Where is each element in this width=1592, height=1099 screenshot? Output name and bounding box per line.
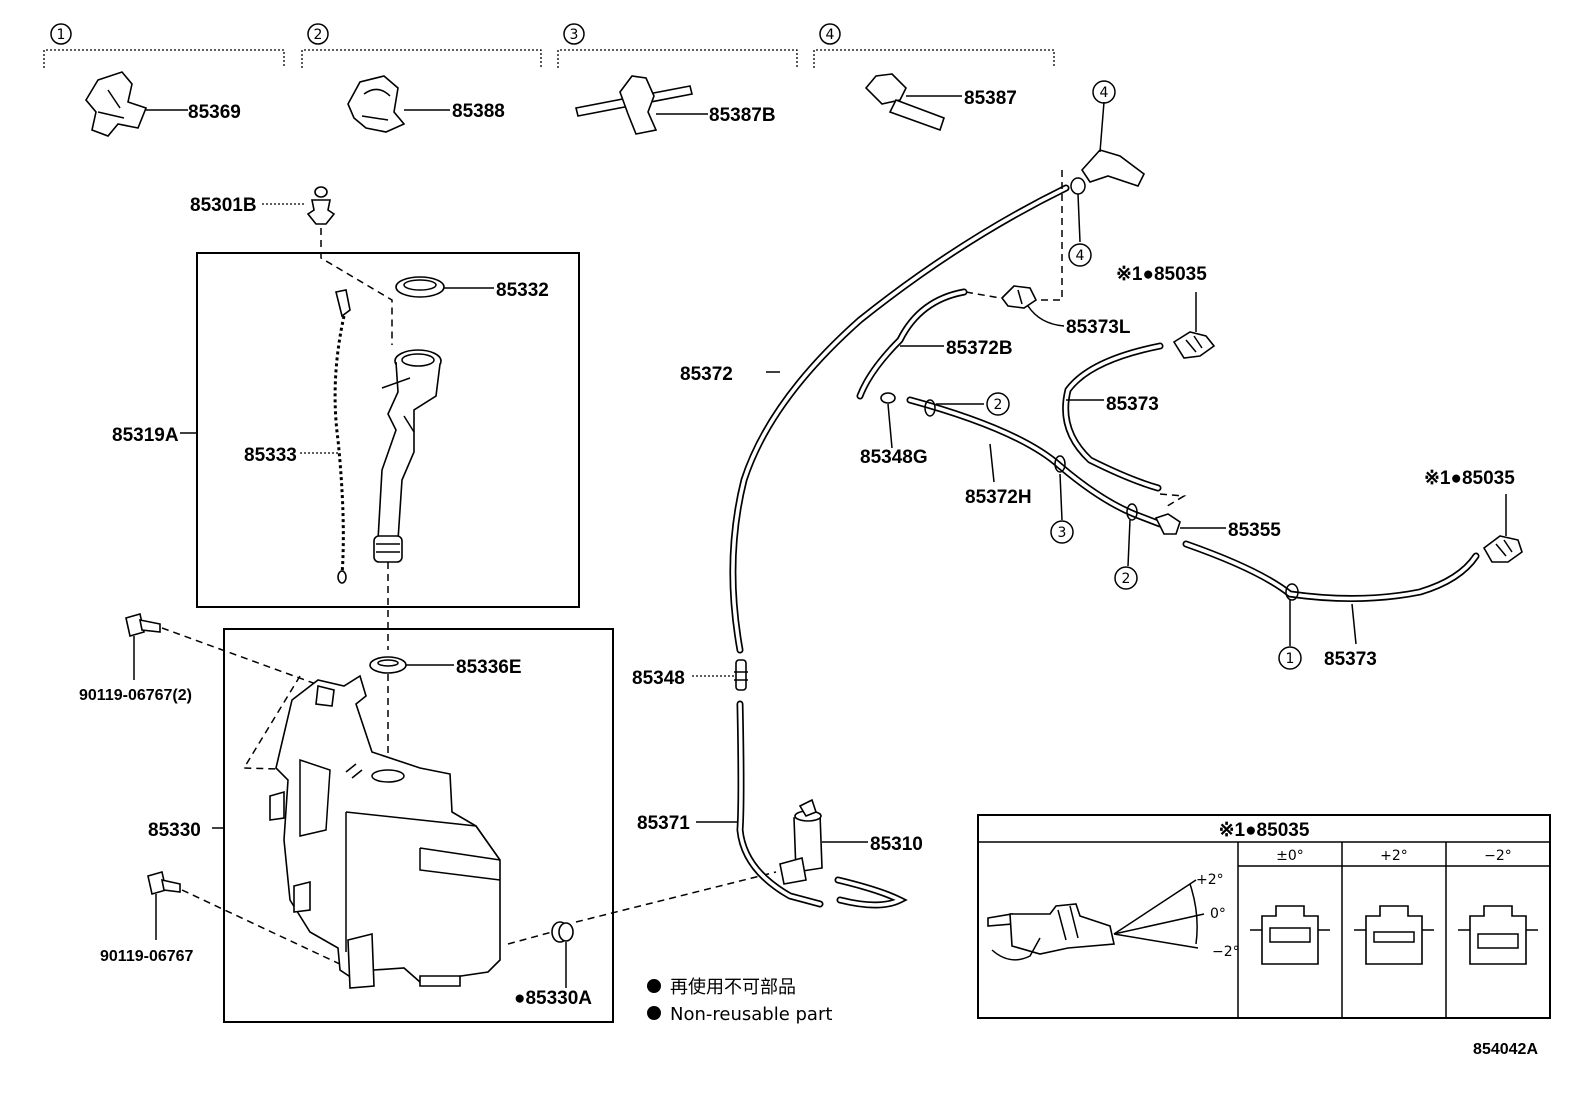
label-85373-upper: 85373 (1106, 394, 1159, 415)
label-85355: 85355 (1228, 520, 1281, 541)
label-85372B: 85372B (946, 338, 1013, 359)
clip-85388-drawing (347, 75, 450, 133)
hose-85373-lower-drawing (1182, 540, 1480, 646)
callout-4a-text: 4 (1100, 85, 1109, 101)
grommet-85336E-drawing (369, 656, 454, 770)
inset-nozzle-front-minus2 (1458, 905, 1538, 965)
legend: 再使用不可部品 Non-reusable part (647, 977, 832, 1025)
group-header-1: 1 (43, 23, 285, 68)
inset-angle-plus: +2° (1196, 872, 1224, 888)
label-85369: 85369 (188, 102, 241, 123)
clip-85387B-drawing (575, 75, 708, 135)
callout-4b-text: 4 (1076, 248, 1085, 264)
filler-neck-drawing (373, 349, 442, 650)
inset-nozzle-front-0 (1250, 905, 1330, 965)
label-85348G: 85348G (860, 447, 928, 468)
group-header-3: 3 (557, 23, 798, 68)
inset-angle-minus: −2° (1212, 944, 1240, 960)
group-marker-4: 4 (826, 27, 835, 43)
label-90119-06767-2: 90119-06767(2) (79, 687, 192, 704)
diagram-code: 854042A (1473, 1041, 1538, 1058)
label-85348: 85348 (632, 668, 685, 689)
label-85373-lower: 85373 (1324, 649, 1377, 670)
label-85387: 85387 (964, 88, 1017, 109)
inset-col-minus2: −2° (1484, 848, 1512, 864)
bolt-lower-drawing (147, 870, 345, 967)
callout-2a-text: 2 (994, 397, 1003, 413)
legend-jp: 再使用不可部品 (670, 977, 796, 998)
callout-2b: 2 (1114, 566, 1138, 590)
inset-nozzle-adjustment: ※1●85035 ±0° +2° −2° +2° 0° −2° (977, 814, 1551, 1019)
label-85035-lower: ※1●85035 (1424, 468, 1515, 489)
label-85333: 85333 (244, 445, 297, 466)
label-85330: 85330 (148, 820, 201, 841)
legend-en: Non-reusable part (670, 1004, 832, 1025)
label-85372: 85372 (680, 364, 733, 385)
grommet-85330A-drawing (507, 871, 777, 988)
label-85310: 85310 (870, 834, 923, 855)
group-marker-2: 2 (314, 27, 323, 43)
label-85388: 85388 (452, 101, 505, 122)
callout-1-text: 1 (1286, 651, 1295, 667)
cap-85332-drawing (395, 276, 494, 298)
label-85371: 85371 (637, 813, 690, 834)
callout-4a: 4 (1092, 80, 1116, 104)
inset-col-0: ±0° (1276, 848, 1304, 864)
label-85372H: 85372H (965, 487, 1032, 508)
joint-85348G-drawing (880, 392, 896, 449)
group-header-4: 4 (813, 23, 1055, 68)
nozzle-85035-upper-drawing (1172, 292, 1216, 359)
hose-85372H-drawing (906, 396, 1164, 567)
tank-85330-drawing (269, 674, 501, 989)
label-85373L: 85373L (1066, 317, 1131, 338)
inset-nozzle-front-plus2 (1354, 905, 1434, 965)
valve-85355-drawing (1154, 513, 1226, 535)
inset-angle-zero: 0° (1210, 906, 1226, 922)
label-85035-upper: ※1●85035 (1116, 264, 1207, 285)
hose-85373-upper-drawing (1062, 342, 1187, 509)
label-90119-06767: 90119-06767 (100, 948, 194, 965)
group-marker-3: 3 (570, 27, 579, 43)
inset-nozzle-side-drawing (987, 879, 1205, 961)
hose-85372B-drawing (856, 288, 968, 400)
label-85330A: ●85330A (514, 988, 592, 1009)
group-marker-1: 1 (57, 27, 66, 43)
clip-85387-drawing (864, 73, 962, 132)
bolt-upper-drawing (125, 612, 317, 771)
hose-clip-top-drawing (1040, 101, 1146, 301)
callout-3: 3 (1050, 520, 1074, 544)
label-85336E: 85336E (456, 657, 522, 678)
hose-85372-drawing (729, 184, 1070, 654)
callout-2a: 2 (986, 392, 1010, 416)
clip-85369-drawing (85, 71, 188, 137)
group-header-2: 2 (301, 23, 542, 68)
inset-col-plus2: +2° (1380, 848, 1408, 864)
tank-85330-box (223, 628, 614, 1023)
label-85387B: 85387B (709, 105, 776, 126)
label-85319A: 85319A (112, 425, 179, 446)
label-85301B: 85301B (190, 195, 257, 216)
callout-4b: 4 (1068, 243, 1092, 267)
nozzle-85035-lower-drawing (1482, 494, 1523, 563)
label-85332: 85332 (496, 280, 549, 301)
clip-85373L-drawing (965, 285, 1065, 327)
joint-85348-drawing (692, 659, 748, 691)
inset-title: ※1●85035 (1219, 820, 1310, 841)
gauge-85333-drawing (300, 289, 351, 584)
clip-85301B-drawing (262, 186, 393, 345)
assembly-85319A-box (196, 252, 580, 608)
callout-2b-text: 2 (1122, 571, 1131, 587)
pump-85310-drawing (779, 798, 908, 909)
callout-3-text: 3 (1058, 525, 1067, 541)
hose-85371-drawing (696, 700, 824, 908)
callout-1: 1 (1278, 646, 1302, 670)
